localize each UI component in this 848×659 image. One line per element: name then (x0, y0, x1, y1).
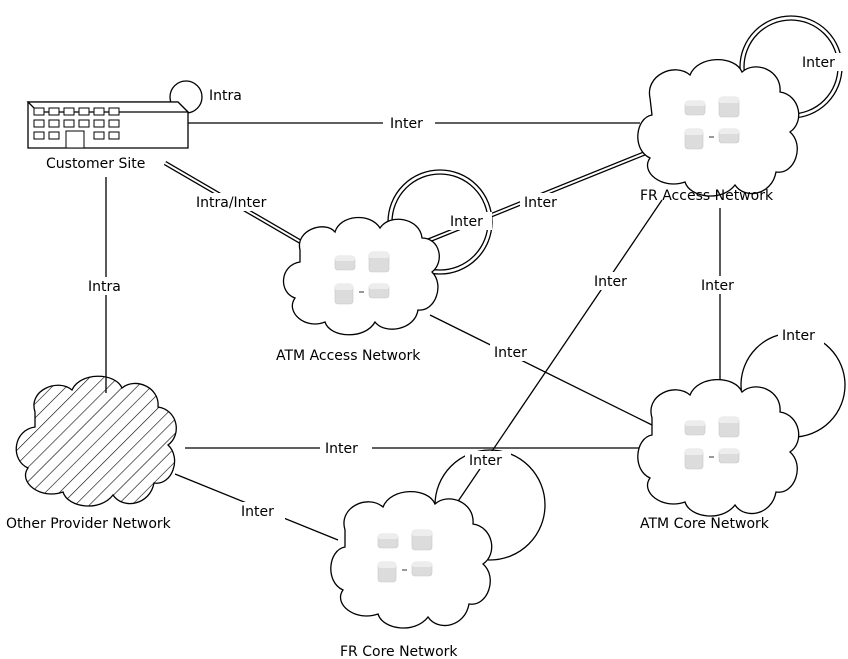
node-label: Other Provider Network (6, 516, 172, 532)
link-label-atm-access-atm-core: Inter (494, 345, 527, 361)
link-label-cs-fr-access: Inter (390, 116, 423, 132)
link-label-fr-access-atm-core: Inter (701, 278, 734, 294)
link-label-cs-self: Intra (209, 88, 242, 104)
atm-access-network[interactable]: ATM Access Network (276, 216, 440, 364)
other-provider-network[interactable]: Other Provider Network (6, 375, 177, 532)
atm-core-network[interactable]: ATM Core Network (637, 379, 800, 532)
link-fr-access-fr-core (443, 199, 663, 523)
link-label-other-atm-core: Inter (325, 441, 358, 457)
link-label-cs-atm-access: Intra/Inter (196, 195, 267, 211)
link-atm-access-atm-core (429, 314, 653, 426)
link-label-cs-other: Intra (88, 279, 121, 295)
customer-site[interactable]: Customer Site (26, 101, 190, 172)
node-label: FR Access Network (640, 188, 774, 204)
node-label: ATM Core Network (640, 516, 770, 532)
link-label-fr-access-fr-core: Inter (594, 274, 627, 290)
node-label: ATM Access Network (276, 348, 421, 364)
link-label-fr-access-self: Inter (802, 55, 835, 71)
fr-access-network[interactable]: FR Access Network (637, 59, 800, 204)
node-label: Customer Site (46, 156, 145, 172)
fr-core-network[interactable]: FR Core Network (330, 491, 493, 659)
building-icon (26, 101, 190, 149)
link-label-atm-access-self: Inter (450, 214, 483, 230)
link-label-atm-access-fr-access: Inter (524, 195, 557, 211)
node-label: FR Core Network (340, 644, 458, 659)
link-label-atm-core-self: Inter (782, 328, 815, 344)
link-label-fr-core-self: Inter (469, 453, 502, 469)
link-label-other-fr-core: Inter (241, 504, 274, 520)
link-labels: Intra Inter Intra/Inter Intra Inter Inte… (82, 53, 844, 520)
